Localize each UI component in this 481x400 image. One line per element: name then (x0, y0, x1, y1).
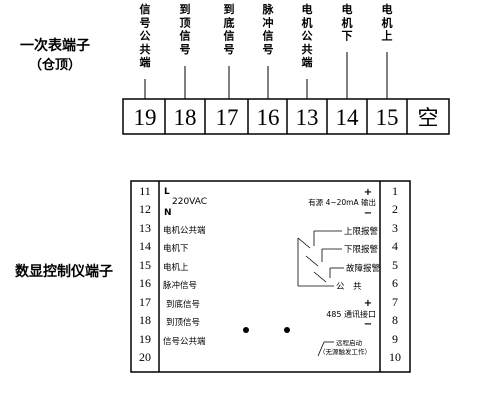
label-pulse-signal: 脉冲信号 (163, 280, 197, 291)
right-terminal-3: 3 (392, 221, 398, 235)
wire-label-19: 信号公共端 (140, 2, 151, 69)
terminal-17: 17 (216, 105, 239, 130)
terminal-strip: 19 18 17 16 13 14 15 空 (122, 98, 450, 135)
right-terminal-6: 6 (392, 276, 398, 290)
wire-label-17: 到底信号 (224, 2, 235, 56)
right-terminal-4: 4 (392, 239, 398, 253)
comm-text: 485 通讯接口 (326, 309, 376, 319)
left-terminal-18: 18 (139, 313, 151, 327)
terminal-strip-frame (122, 98, 450, 135)
label-top-signal: 到顶信号 (166, 317, 200, 328)
remote-start-switch (317, 341, 334, 357)
dot-right (284, 327, 290, 333)
power-voltage-label: 220VAC (172, 197, 207, 207)
dot-left (243, 327, 249, 333)
label-motor-common: 电机公共端 (163, 225, 206, 236)
relay-contacts (297, 230, 344, 287)
left-terminal-19: 19 (139, 332, 151, 346)
left-terminal-11: 11 (139, 184, 151, 198)
left-terminal-13: 13 (139, 221, 151, 235)
left-terminal-12: 12 (139, 202, 151, 216)
power-l-label: L (164, 187, 170, 197)
right-terminal-8: 8 (392, 313, 398, 327)
wire-label-14: 电机下 (342, 2, 353, 43)
left-terminal-17: 17 (139, 295, 151, 309)
terminal-empty: 空 (418, 106, 439, 130)
controller-label: 数显控制仪端子 (15, 263, 113, 280)
right-terminal-10: 10 (389, 350, 401, 364)
wire-label-16: 脉冲信号 (262, 2, 275, 56)
left-terminal-15: 15 (139, 258, 151, 272)
right-terminal-5: 5 (392, 258, 398, 272)
output-minus: − (364, 208, 372, 219)
label-motor-down: 电机下 (163, 243, 189, 254)
alarm-common: 公 共 (336, 282, 362, 292)
primary-meter-title: 一次表端子 (20, 37, 90, 54)
wire-label-15: 电机上 (382, 2, 393, 43)
right-terminal-2: 2 (392, 202, 398, 216)
alarm-upper-limit: 上限报警 (344, 226, 379, 237)
left-terminal-16: 16 (139, 276, 151, 290)
terminal-18: 18 (174, 105, 197, 130)
label-motor-up: 电机上 (163, 262, 189, 273)
label-bottom-signal: 到底信号 (166, 299, 200, 310)
power-n-label: N (164, 208, 172, 218)
remote-start-line2: （无源触发工作） (319, 347, 371, 356)
alarm-lower-limit: 下限报警 (344, 244, 379, 255)
left-terminal-14: 14 (139, 239, 151, 253)
terminal-13: 13 (296, 105, 319, 130)
output-text: 有源 4~20mA 输出 (308, 197, 376, 207)
right-terminal-1: 1 (392, 184, 398, 198)
wire-label-18: 到顶信号 (180, 2, 191, 56)
left-terminal-20: 20 (139, 350, 151, 364)
terminal-15: 15 (376, 105, 399, 130)
controller-terminal-block (130, 180, 411, 373)
comm-plus: + (364, 298, 372, 309)
primary-meter-subtitle: （仓顶） (29, 57, 81, 73)
terminal-14: 14 (336, 105, 360, 130)
terminal-wires (144, 52, 388, 108)
wire-labels: 信号公共端 到顶信号 到底信号 脉冲信号 电机公共端 电机下 电机上 (140, 2, 393, 69)
alarm-fault: 故障报警 (346, 263, 381, 274)
primary-meter-label: 一次表端子 （仓顶） (20, 37, 90, 73)
right-terminal-9: 9 (392, 332, 398, 346)
remote-start-line1: 远程启动 (336, 338, 363, 347)
right-terminal-7: 7 (392, 295, 398, 309)
output-plus: + (364, 187, 372, 198)
comm-minus: − (364, 319, 372, 330)
terminal-19: 19 (134, 105, 157, 130)
terminal-16: 16 (257, 105, 280, 130)
controller-frame (130, 180, 411, 373)
wire-label-13: 电机公共端 (302, 2, 313, 69)
label-signal-common: 信号公共端 (163, 336, 206, 347)
